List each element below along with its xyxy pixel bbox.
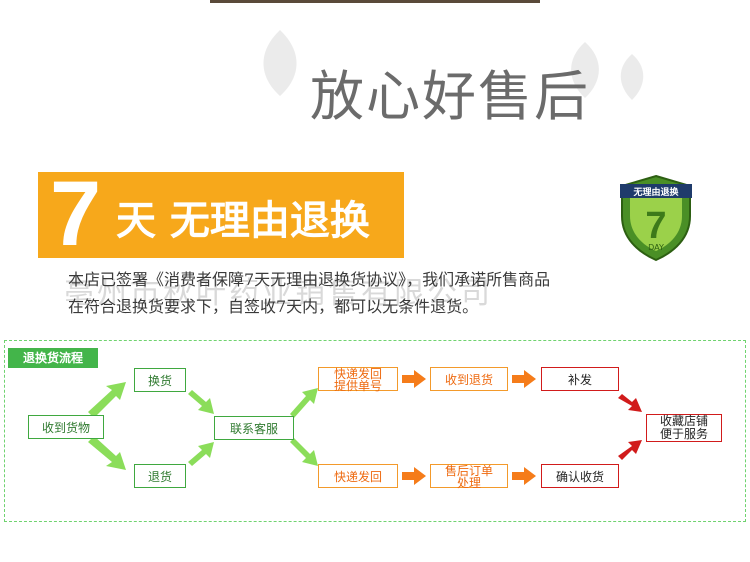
flow-step-receive-returned: 收到退货: [430, 367, 508, 391]
flow-step-favorite-line2: 便于服务: [659, 427, 708, 441]
arrow-icon: [88, 382, 126, 418]
flow-title: 退换货流程: [8, 348, 98, 368]
badge-number: 7: [645, 205, 666, 247]
flow-step-express-return: 快递发回: [318, 464, 398, 488]
flow-step-confirm-receipt: 确认收货: [541, 464, 619, 488]
notice-line-2: 在符合退换货要求下，自签收7天内，都可以无条件退货。: [68, 297, 479, 316]
banner-number: 7: [50, 163, 102, 265]
arrow-icon: [402, 370, 426, 388]
notice-text: 本店已签署《消费者保障7天无理由退换货协议》，我们承诺所售商品 在符合退换货要求…: [68, 266, 708, 320]
shield-badge-icon: 无理由退换 7 DAY: [620, 174, 692, 262]
top-divider-line: [210, 0, 540, 3]
flow-step-reissue: 补发: [541, 367, 619, 391]
arrow-icon: [290, 438, 318, 466]
arrow-icon: [188, 442, 214, 466]
flow-step-express-provide-line1: 快递发回: [333, 367, 382, 381]
banner-text: 天 无理由退换: [116, 198, 370, 244]
flow-step-return: 退货: [134, 464, 186, 488]
notice-line-1: 本店已签署《消费者保障7天无理由退换货协议》，我们承诺所售商品: [68, 270, 551, 289]
return-flow-panel: [4, 340, 746, 522]
arrow-icon: [618, 394, 642, 412]
arrow-icon: [402, 467, 426, 485]
badge-unit: DAY: [648, 243, 664, 252]
flow-step-aftersale-order: 售后订单 处理: [430, 464, 508, 490]
arrow-icon: [290, 388, 318, 418]
arrow-icon: [618, 440, 642, 460]
flow-step-aftersale-line2: 处理: [456, 476, 481, 490]
arrow-icon: [88, 436, 126, 470]
flow-step-aftersale-line1: 售后订单: [444, 464, 493, 478]
leaf-icon: [620, 54, 644, 100]
arrow-icon: [512, 467, 536, 485]
flow-step-receive-goods: 收到货物: [28, 415, 104, 439]
flow-step-express-provide: 快递发回 提供单号: [318, 367, 398, 393]
badge-label: 无理由退换: [632, 186, 679, 198]
flow-step-contact-service: 联系客服: [214, 416, 294, 440]
arrow-icon: [512, 370, 536, 388]
flow-step-favorite-line1: 收藏店铺: [659, 414, 708, 428]
flow-step-express-provide-line2: 提供单号: [333, 379, 382, 393]
seven-day-banner: 7 天 无理由退换: [38, 166, 404, 262]
arrow-icon: [188, 390, 214, 414]
watermark-text: 亳州市秋叶药业销售有限公司: [64, 276, 493, 311]
leaf-icon: [571, 42, 599, 98]
page-heading: 放心好售后: [310, 65, 590, 128]
flow-step-exchange: 换货: [134, 368, 186, 392]
flow-step-favorite-shop: 收藏店铺 便于服务: [646, 414, 722, 442]
leaf-icon: [263, 30, 297, 96]
